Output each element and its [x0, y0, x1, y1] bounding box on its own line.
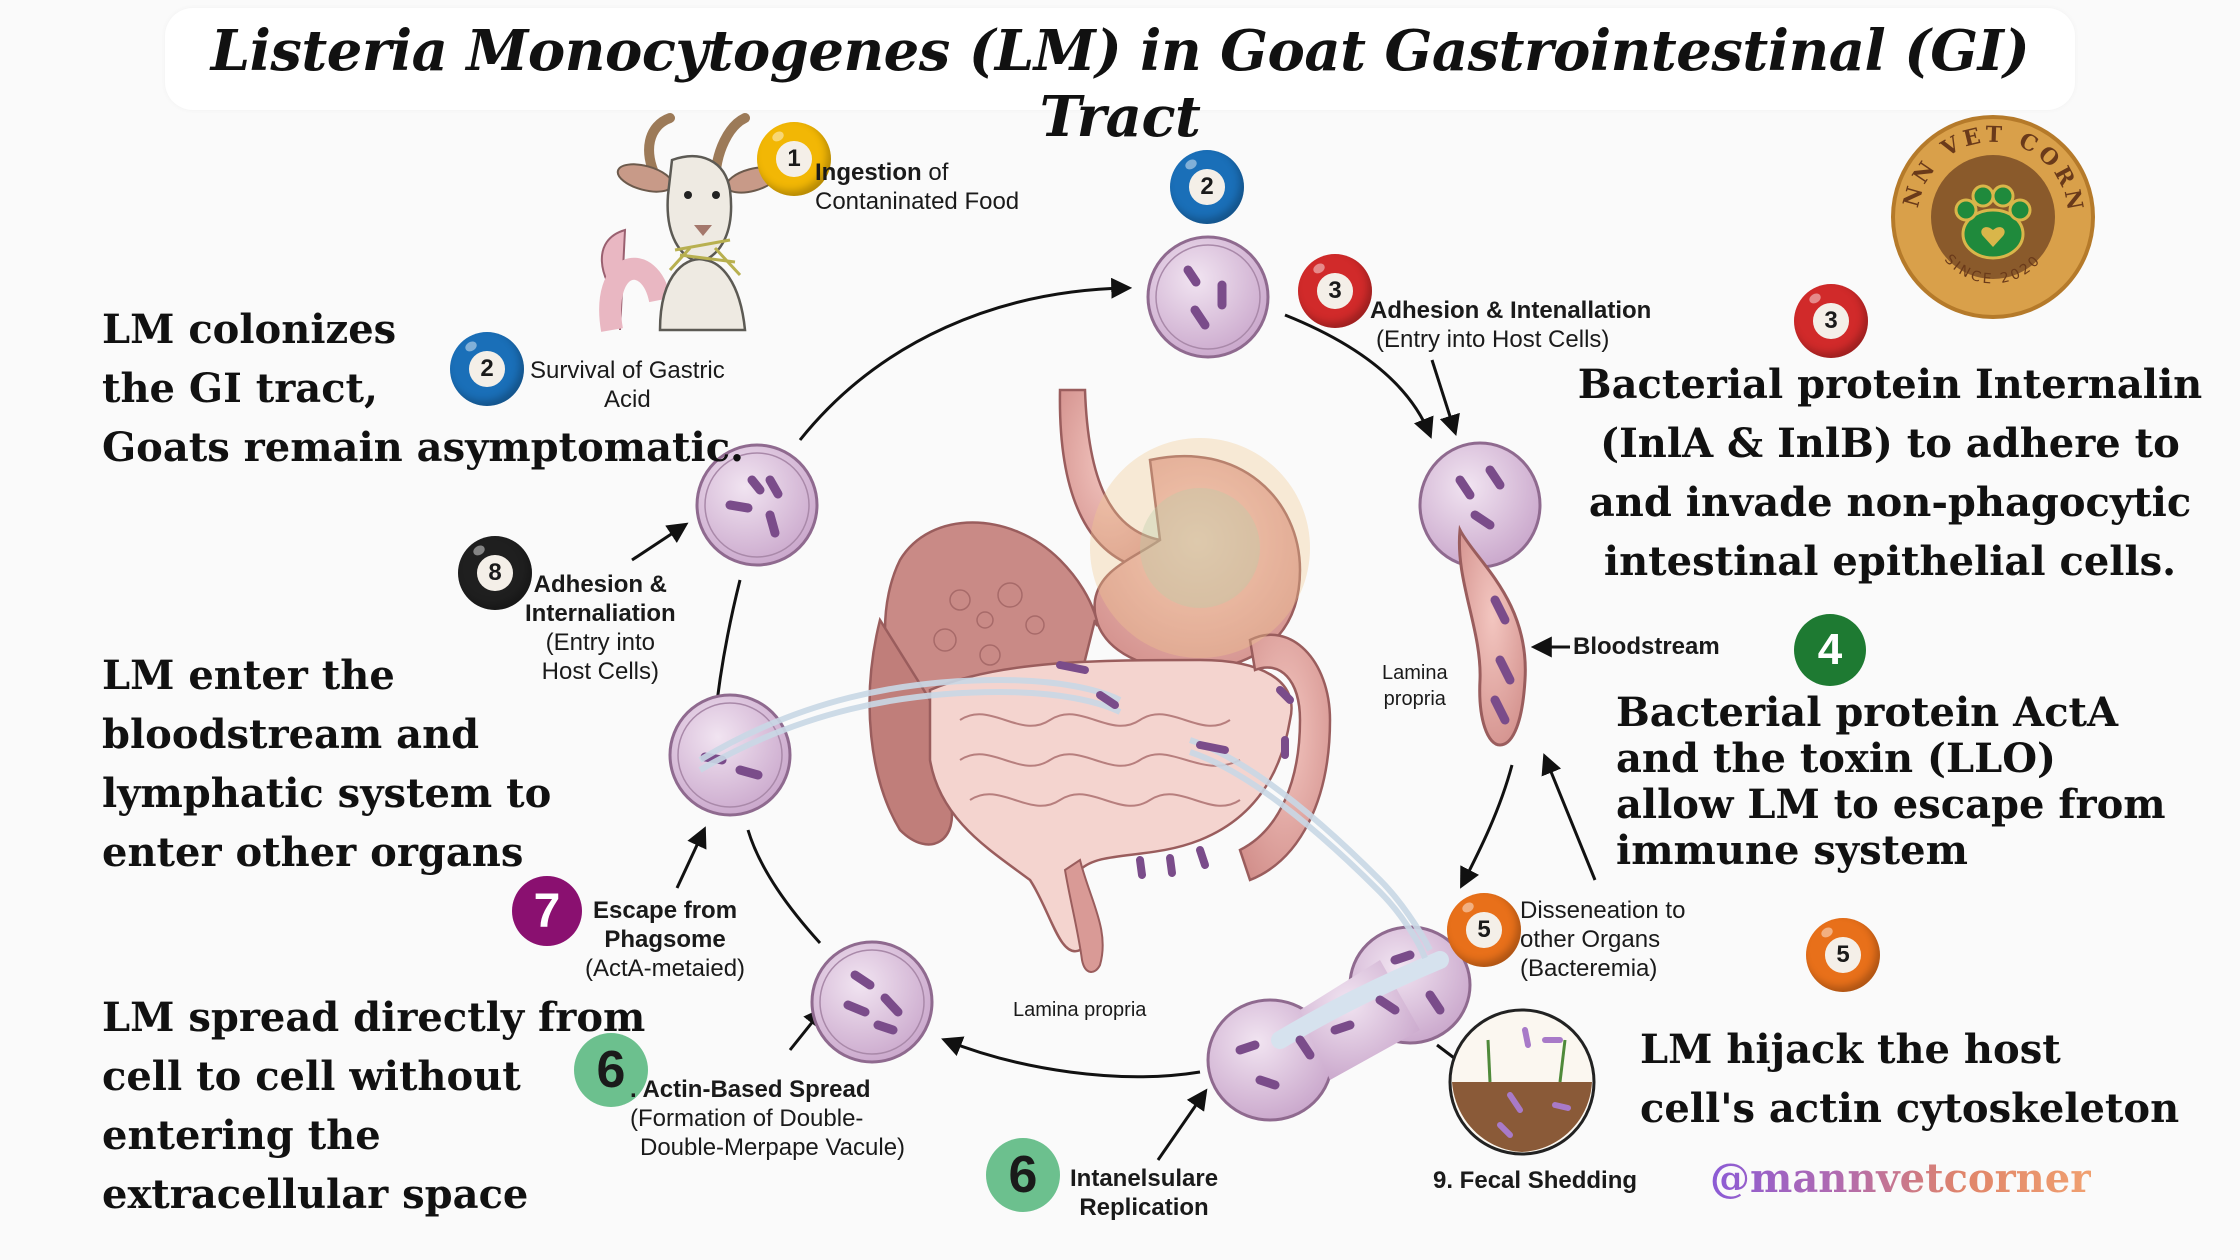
pointer-3: [1430, 359, 1460, 437]
pointer-6b: [1156, 1088, 1208, 1161]
note-right-internalin: Bacterial protein Internalin (InlA & Inl…: [1577, 361, 2203, 585]
page-title: Listeria Monocytogenes (LM) in Goat Gast…: [210, 18, 2030, 150]
cell-top: [1146, 235, 1270, 359]
cell-right-bloodstream: [1418, 441, 1542, 747]
note-left-bloodstream: LM enter the bloodstream and lymphatic s…: [102, 652, 552, 876]
title-banner: [165, 8, 2075, 110]
note-left-cell-spread: LM spread directly from cell to cell wit…: [102, 994, 646, 1218]
label-lamina-propria-center: Lamina propria: [1013, 999, 1147, 1021]
cell-bottom-right: [1206, 925, 1472, 1122]
step-badge-7: 7: [512, 876, 582, 946]
pointer-4: [1541, 753, 1597, 881]
cycle-arrows: [631, 277, 1597, 1161]
arrow-to-bottom-right: [1460, 764, 1514, 889]
note-badge-5: 5: [1806, 918, 1880, 992]
note-badge-3: 3: [1794, 284, 1868, 358]
cell-left-bottom: [810, 940, 934, 1064]
arrow-to-right-cell: [1284, 313, 1434, 439]
step-label-3: Adhesion & Intenallation(Entry into Host…: [1370, 297, 1652, 353]
colon: [1238, 633, 1332, 882]
blood-vessels: [698, 676, 1433, 960]
label-bloodstream: Bloodstream: [1573, 633, 1720, 660]
watermark-logo: [1090, 438, 1310, 658]
pointer-7: [675, 826, 707, 889]
gi-tract-illustration: [698, 388, 1433, 973]
note-left-colonization: LM colonizes the GI tract, Goats remain …: [102, 306, 744, 471]
pointer-8: [631, 522, 689, 562]
step-badge-8: 8: [458, 536, 532, 610]
reticulum: [868, 616, 954, 846]
brand-logo: MANN VET CORNER SINCE 2020: [1874, 92, 2098, 322]
logo-emblem: MANN VET CORNER SINCE 2020: [1874, 92, 2095, 319]
paw-icon: [1954, 184, 2032, 260]
note-badge-4: 4: [1794, 614, 1866, 686]
step-label-6-left: . Actin-Based Spread (Formation of Doubl…: [630, 1076, 906, 1161]
rectum: [1063, 858, 1104, 973]
social-handle: @mannvetcorner: [1710, 1155, 2092, 1202]
step-badge-2-left: 2: [450, 332, 524, 406]
arrow-bottom-to-left: [941, 1036, 1201, 1079]
step-badge-3: 3: [1298, 254, 1372, 328]
intestines: [928, 658, 1293, 953]
note-right-actin: LM hijack the host cell's actin cytoskel…: [1640, 1026, 2180, 1132]
label-fecal-shedding: 9. Fecal Shedding: [1433, 1167, 1638, 1194]
arrow-to-top-cell: [798, 277, 1133, 441]
step-badge-1: 1: [757, 122, 831, 196]
fecal-shedding-illustration: [1448, 1008, 1596, 1156]
step-badge-2-top: 2: [1170, 150, 1244, 224]
step-label-1: Ingestion of Contaninated Food: [815, 159, 1020, 215]
arrow-left-up: [746, 829, 822, 945]
step-badge-5: 5: [1447, 893, 1521, 967]
cell-left-upper: [695, 443, 819, 567]
heart-icon: [1981, 227, 2005, 247]
step-badge-6-left: 6: [574, 1033, 648, 1107]
step-badge-6-bottom: 6: [986, 1138, 1060, 1212]
note-right-acta: Bacterial protein ActA and the toxin (LL…: [1616, 689, 2166, 874]
goat-illustration: [599, 113, 779, 332]
